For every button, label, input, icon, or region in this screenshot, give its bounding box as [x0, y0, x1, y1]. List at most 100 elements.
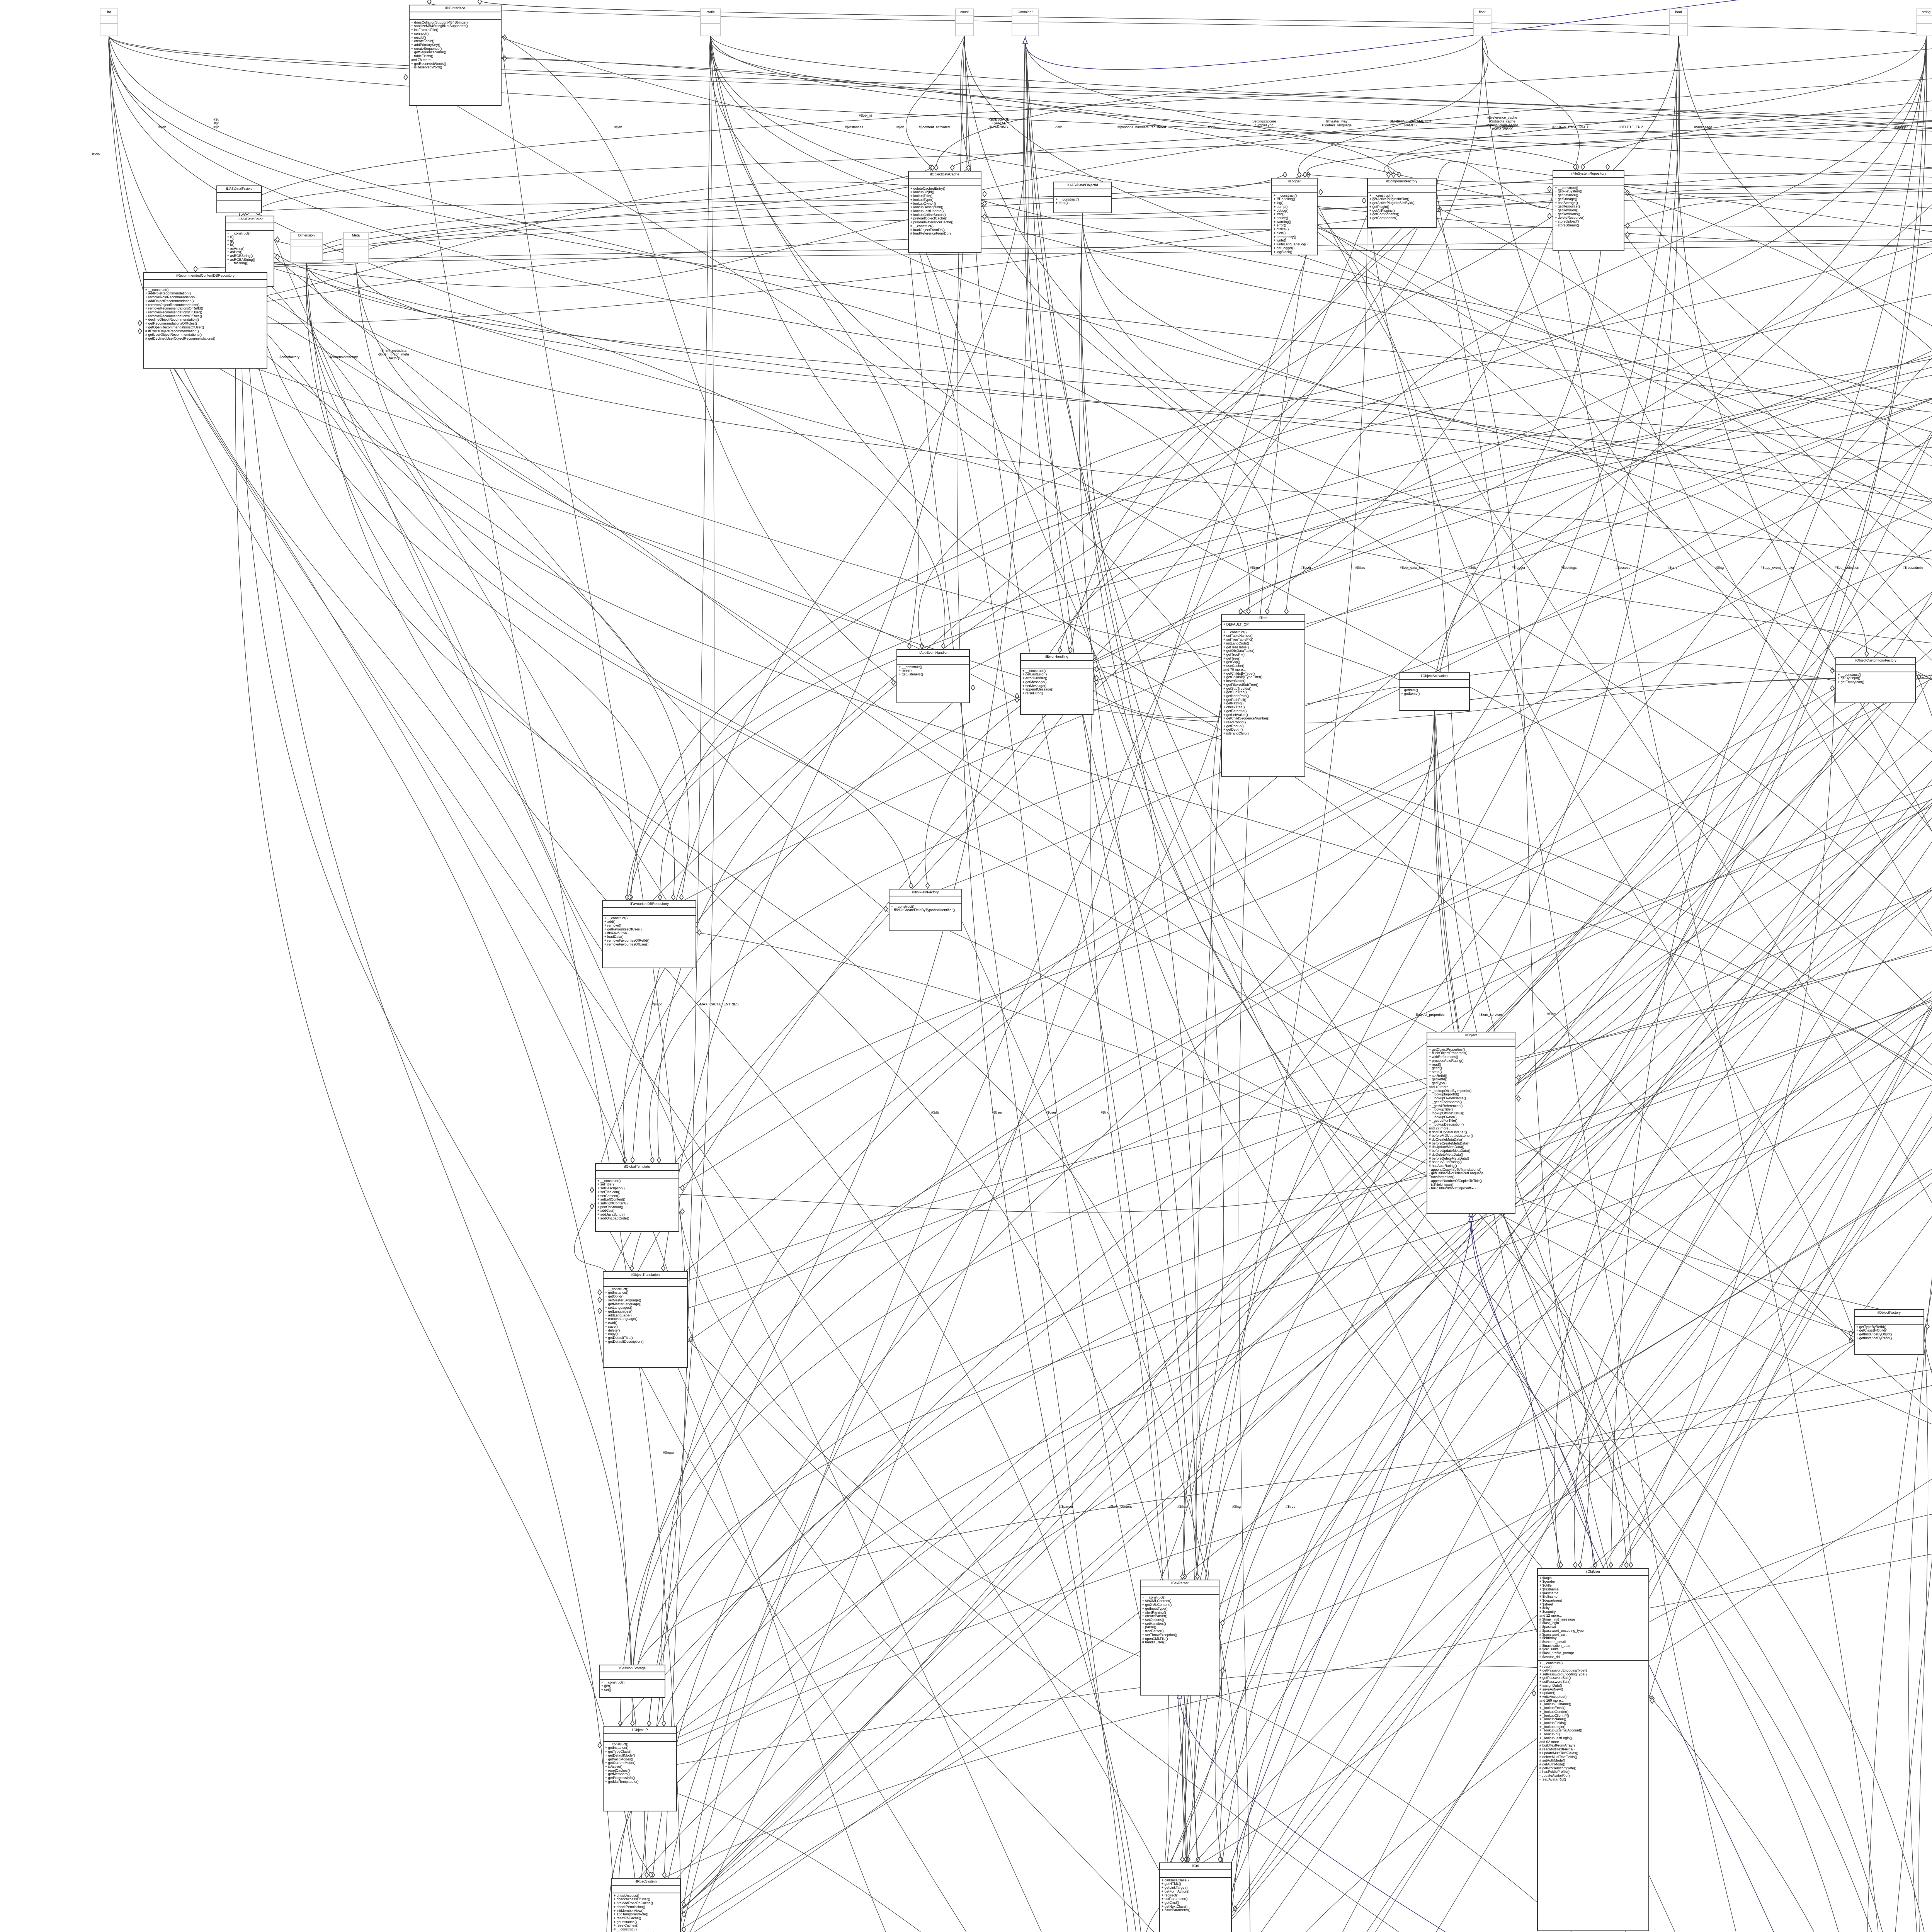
aggregation-diamond [629, 1265, 634, 1272]
association-edge [1081, 213, 1596, 1565]
edge-label: #$db [158, 125, 167, 129]
uml-class-ilCtrl[interactable]: ilCtrl+ callBaseClass() + getHTML() + ge… [1159, 1862, 1232, 1932]
association-edge [1183, 889, 1932, 1576]
association-edge [1574, 996, 1932, 1565]
uml-class-bool[interactable]: bool [1669, 9, 1688, 36]
class-name: ILIAS\Data\Factory [217, 186, 261, 193]
class-name: Container [1012, 9, 1038, 16]
uml-class-ILIAS_Data_Factory[interactable]: ILIAS\Data\Factory [216, 185, 262, 213]
uml-class-ilObjectFactory[interactable]: ilObjectFactory+ getTypeByRefId() + getC… [1854, 1309, 1924, 1355]
uml-class-ilObjectTranslation[interactable]: ilObjectTranslation+ __construct() + get… [603, 1271, 688, 1368]
uml-class-ilErrorHandling[interactable]: ilErrorHandling+ __construct() + getLast… [1020, 653, 1094, 715]
class-name: bool [1670, 9, 1687, 16]
class-operations [291, 247, 322, 254]
class-operations: + checkAccess() + checkAccessOfUser() + … [614, 1893, 655, 1932]
uml-class-string[interactable]: string [1916, 9, 1932, 36]
association-edge [306, 173, 1305, 263]
association-edge [1271, 199, 1932, 752]
edge-label: #$app_event_handler [1760, 566, 1794, 570]
aggregation-diamond [1391, 171, 1396, 178]
association-edge [690, 225, 1318, 1932]
uml-class-ilFileSystemRepository[interactable]: ilFileSystemRepository+ __construct() + … [1553, 170, 1624, 251]
association-edge [606, 1085, 1932, 1932]
class-name: ilCtrl [1160, 1863, 1231, 1870]
association-edge [888, 904, 1932, 1425]
aggregation-diamond [1303, 171, 1308, 178]
edge-label: #$tree [1286, 1505, 1296, 1509]
uml-class-ilRbacSystem[interactable]: ilRbacSystem+ checkAccess() + checkAcces… [611, 1878, 681, 1932]
association-edge [1678, 36, 1932, 350]
edge-label: +PLUGIN_BASE_PATH [1551, 125, 1588, 129]
uml-class-Container[interactable]: Container [1012, 9, 1039, 36]
aggregation-diamond [1306, 171, 1311, 178]
class-operations: + __construct() + toInt() [1056, 197, 1079, 205]
uml-class-ilLogger[interactable]: ilLogger+ __construct() + isHandling() +… [1271, 178, 1318, 256]
association-edge [650, 668, 1916, 1932]
edge-label: #$error [1667, 566, 1679, 570]
aggregation-diamond [1015, 696, 1019, 703]
aggregation-diamond [630, 1156, 635, 1163]
aggregation-diamond [1605, 163, 1610, 170]
uml-class-ilObjectCustomIconFactory[interactable]: ilObjectCustomIconFactory+ __construct()… [1835, 657, 1916, 703]
association-edge [679, 502, 1932, 1188]
class-operations: + __construct() + get() + set() [601, 1680, 625, 1692]
association-edge [952, 111, 1932, 167]
aggregation-diamond [1830, 667, 1835, 674]
aggregation-diamond [662, 1720, 666, 1727]
association-edge [710, 36, 1932, 121]
uml-class-const[interactable]: const [955, 9, 974, 36]
aggregation-diamond [1864, 650, 1869, 657]
uml-class-ILIAS_Data_ObjectId[interactable]: ILIAS\Data\ObjectId+ __construct() + toI… [1053, 182, 1112, 213]
uml-class-float[interactable]: float [1473, 9, 1492, 36]
uml-class-ilObjectLP[interactable]: ilObjectLP+ __construct() + getInstance(… [603, 1726, 677, 1811]
uml-class-ilComponentFactory[interactable]: ilComponentFactory+ __construct() + getA… [1367, 178, 1437, 228]
uml-class-ilAppEventHandler[interactable]: ilAppEventHandler+ __construct() + raise… [896, 649, 970, 703]
aggregation-diamond [1624, 1561, 1629, 1568]
uml-class-static[interactable]: static [700, 9, 721, 36]
association-edge [908, 208, 1675, 1932]
association-edge [1917, 39, 1932, 1932]
association-edge [602, 946, 1932, 1311]
edge-label: #$user [1046, 1111, 1056, 1114]
class-name: ilFileSystemRepository [1553, 171, 1624, 178]
association-edge [1436, 161, 1553, 208]
uml-class-int[interactable]: int [100, 9, 118, 36]
aggregation-diamond [982, 213, 987, 220]
class-name: ilComponentFactory [1368, 179, 1436, 185]
uml-class-ilObjUser[interactable]: ilObjUser+ $login + $gender + $utitle + … [1537, 1568, 1649, 1931]
uml-class-ilGlobalTemplate[interactable]: ilGlobalTemplate+ __construct() + setTit… [595, 1163, 679, 1232]
association-edge [274, 257, 1854, 1338]
association-edge [267, 225, 1932, 302]
aggregation-diamond [1650, 1695, 1655, 1702]
aggregation-diamond [1068, 646, 1073, 653]
uml-class-ilFavouritesDBRepository[interactable]: ilFavouritesDBRepository+ __construct() … [602, 900, 696, 968]
class-attributes [603, 908, 696, 916]
uml-class-Meta[interactable]: Meta [343, 232, 369, 263]
uml-class-ilSessionIStorage[interactable]: ilSessionIStorage+ __construct() + get()… [599, 1665, 665, 1698]
class-operations [217, 201, 261, 207]
class-attributes [1012, 16, 1038, 24]
uml-class-ilTree[interactable]: ilTree+ DEFAULT_OP+ __construct() + setT… [1221, 614, 1305, 777]
class-name: ilAppEventHandler [897, 650, 969, 657]
uml-class-Dimension[interactable]: Dimension [290, 232, 323, 263]
aggregation-diamond [1573, 163, 1578, 170]
class-name: ilObject [1427, 1032, 1515, 1039]
uml-class-ilObjectDataCache[interactable]: ilObjectDataCache+ deleteCachedEntry() +… [908, 171, 981, 253]
class-attributes [100, 16, 117, 24]
uml-class-ilBiblFieldFactory[interactable]: ilBiblFieldFactory+ __construct() + find… [889, 889, 962, 931]
aggregation-diamond [1233, 1905, 1237, 1912]
uml-class-ilSaxParser[interactable]: ilSaxParser+ __construct() + setXMLConte… [1140, 1580, 1219, 1696]
uml-class-ilObject[interactable]: ilObject+ getObjectProperties() + flushO… [1427, 1032, 1515, 1214]
uml-class-ilDBInterface[interactable]: ilDBInterface+ doesCollationSupportMB4St… [409, 5, 502, 106]
aggregation-diamond [682, 1926, 686, 1932]
class-attributes [604, 1734, 676, 1742]
association-edge [1434, 711, 1839, 1932]
uml-class-ilRecommendedContentDBRepository[interactable]: ilRecommendedContentDBRepository+ __cons… [143, 272, 267, 369]
association-edge [602, 729, 1932, 1786]
association-edge [696, 932, 1925, 1319]
edge-label: #$access [1616, 566, 1631, 570]
edge-label: #$rbacadmin [1903, 566, 1923, 570]
association-edge [306, 262, 1932, 448]
uml-class-ilObjectActivation[interactable]: ilObjectActivation+ getItem() + getItems… [1399, 672, 1470, 711]
aggregation-diamond [697, 929, 702, 936]
